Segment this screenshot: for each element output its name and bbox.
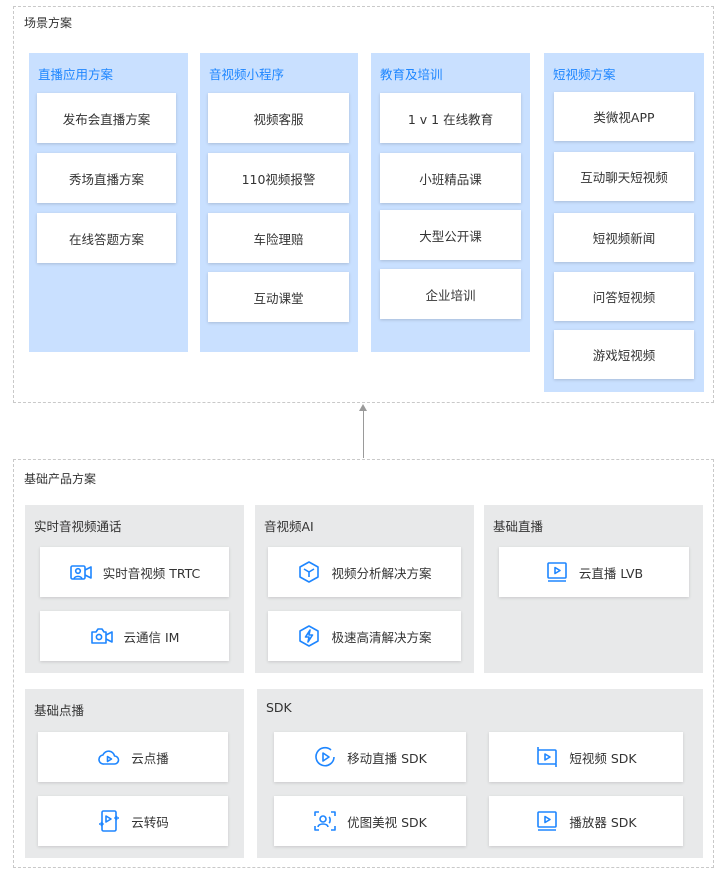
product-card-lvb[interactable]: 云直播 LVB [499,547,689,597]
group-title: SDK [266,700,292,715]
product-card-short-video-sdk[interactable]: 短视频 SDK [489,732,683,782]
scene-card[interactable]: 小班精品课 [380,153,521,203]
transcode-icon [99,810,120,832]
cloud-play-icon [98,750,120,765]
face-scan-icon [314,811,336,831]
scene-card[interactable]: 视频客服 [208,93,349,143]
product-card-hd[interactable]: 极速高清解决方案 [268,611,461,661]
scene-card[interactable]: 类微视APP [554,92,694,141]
product-label: 优图美视 SDK [347,814,427,830]
product-label: 云转码 [131,814,169,830]
scene-solutions-section [13,6,714,403]
group-base-live: 基础直播 云直播 LVB [484,505,703,673]
up-arrow-icon [359,404,367,411]
scene-card[interactable]: 大型公开课 [380,210,521,260]
group-sdk: SDK 移动直播 SDK 短视频 SDK 优图美视 SDK 播放器 SDK [257,689,703,858]
product-label: 播放器 SDK [569,814,637,830]
scene-card[interactable]: 短视频新闻 [554,213,694,262]
group-title: 基础直播 [493,519,544,534]
hexagon-lightning-icon [299,625,320,647]
product-label: 云通信 IM [123,629,180,645]
product-card-vod[interactable]: 云点播 [38,732,228,782]
scene-column-education: 教育及培训 1 v 1 在线教育 小班精品课 大型公开课 企业培训 [371,53,530,352]
product-label: 短视频 SDK [569,750,637,766]
product-card-video-analysis[interactable]: 视频分析解决方案 [268,547,461,597]
scene-card[interactable]: 问答短视频 [554,272,694,321]
product-card-youtu-sdk[interactable]: 优图美视 SDK [274,796,466,846]
scene-card[interactable]: 游戏短视频 [554,330,694,379]
group-title: 音视频AI [264,519,314,534]
short-video-icon [537,747,558,767]
product-label: 视频分析解决方案 [331,565,432,581]
product-label: 移动直播 SDK [347,750,427,766]
scene-card[interactable]: 发布会直播方案 [37,93,176,143]
group-title: 基础点播 [34,703,85,718]
product-card-mobile-live-sdk[interactable]: 移动直播 SDK [274,732,466,782]
scene-column-mini-program: 音视频小程序 视频客服 110视频报警 车险理赔 互动课堂 [200,53,358,352]
scene-card[interactable]: 车险理赔 [208,213,349,263]
scene-card[interactable]: 在线答题方案 [37,213,176,263]
product-label: 极速高清解决方案 [331,629,432,645]
scene-column-title: 教育及培训 [380,67,443,82]
scene-card[interactable]: 企业培训 [380,269,521,319]
live-screen-icon [547,562,567,582]
scene-column-title: 短视频方案 [553,67,616,82]
product-card-transcode[interactable]: 云转码 [38,796,228,846]
scene-column-short-video: 短视频方案 类微视APP 互动聊天短视频 短视频新闻 问答短视频 游戏短视频 [544,53,704,392]
scene-column-title: 直播应用方案 [38,67,114,82]
base-products-title: 基础产品方案 [24,472,97,486]
scene-card[interactable]: 互动课堂 [208,272,349,322]
scene-card[interactable]: 110视频报警 [208,153,349,203]
group-av-ai: 音视频AI 视频分析解决方案 极速高清解决方案 [255,505,474,673]
product-label: 云点播 [131,750,169,766]
product-label: 实时音视频 TRTC [102,565,201,581]
connector-line [363,410,364,458]
hexagon-analysis-icon [299,561,320,583]
base-products-section [13,459,714,868]
scene-solutions-title: 场景方案 [24,16,73,30]
product-card-player-sdk[interactable]: 播放器 SDK [489,796,683,846]
scene-card[interactable]: 1 v 1 在线教育 [380,93,521,143]
camera-chat-icon [90,628,113,644]
scene-column-live: 直播应用方案 发布会直播方案 秀场直播方案 在线答题方案 [29,53,188,352]
product-card-im[interactable]: 云通信 IM [40,611,229,661]
group-base-vod: 基础点播 云点播 云转码 [25,689,244,858]
group-title: 实时音视频通话 [34,519,122,534]
product-label: 云直播 LVB [578,565,644,581]
scene-column-title: 音视频小程序 [209,67,285,82]
product-card-trtc[interactable]: 实时音视频 TRTC [40,547,229,597]
group-realtime-av: 实时音视频通话 实时音视频 TRTC 云通信 IM [25,505,244,673]
scene-card[interactable]: 秀场直播方案 [37,153,176,203]
player-screen-icon [537,811,558,831]
video-call-icon [69,565,92,580]
scene-card[interactable]: 互动聊天短视频 [554,152,694,201]
play-circle-icon [315,746,335,767]
